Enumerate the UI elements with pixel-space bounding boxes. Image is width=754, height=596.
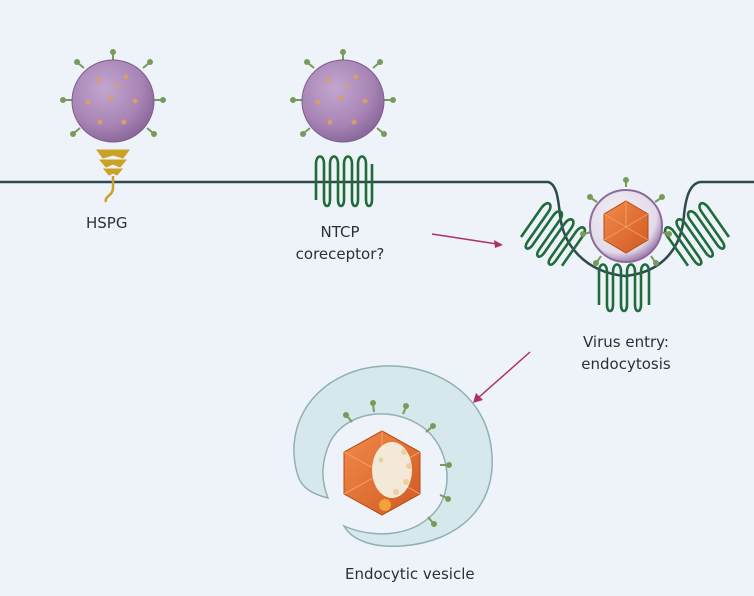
ntcp-receptor (314, 155, 374, 208)
hspg-label: HSPG (86, 214, 128, 232)
arrow-to-vesicle (473, 351, 531, 403)
endocytic-vesicle-label: Endocytic vesicle (345, 565, 475, 583)
virus-particle-hspg (60, 49, 166, 143)
cell-membrane (0, 180, 754, 278)
pit-receptor-left (519, 201, 587, 267)
pit-receptor-right (663, 201, 731, 267)
virus-particle-ntcp (290, 49, 396, 143)
virus-entry-label-line2: endocytosis (581, 355, 671, 373)
genome-release-icon (372, 442, 412, 498)
ntcp-label-line2: coreceptor? (295, 245, 385, 263)
virus-entry-label: Virus entry: endocytosis (556, 331, 696, 375)
endocytic-vesicle (293, 365, 493, 548)
hspg-receptor (96, 149, 130, 203)
arrow-to-endocytosis (431, 233, 503, 248)
ntcp-label-line1: NTCP (320, 223, 360, 241)
virus-entry-label-line1: Virus entry: (583, 333, 669, 351)
ntcp-label: NTCP coreceptor? (280, 221, 400, 265)
pit-receptor-bottom (597, 263, 651, 313)
virus-internalizing (580, 177, 672, 266)
